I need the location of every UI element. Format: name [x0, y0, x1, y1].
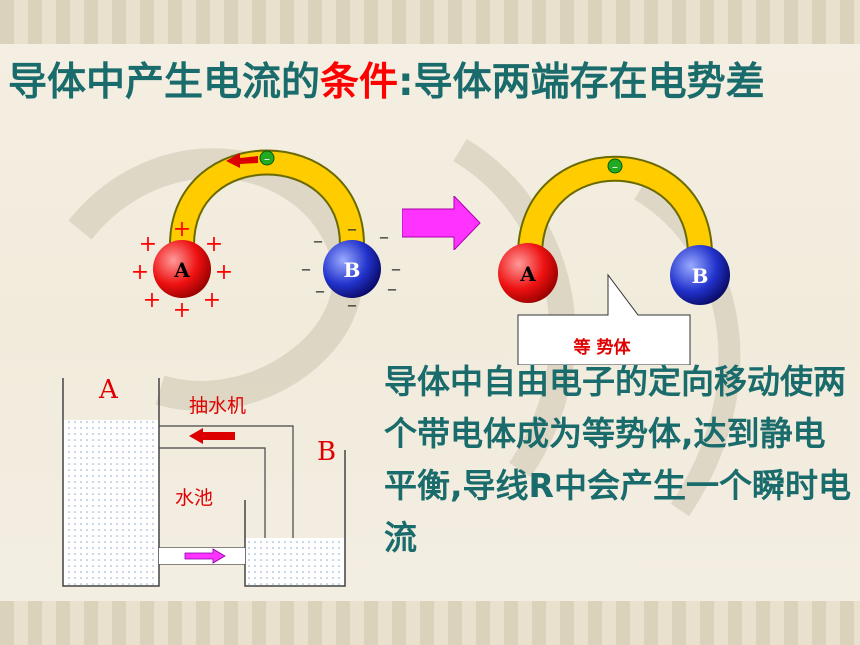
- svg-text:–: –: [301, 256, 311, 280]
- callout-text: 等 势体: [574, 337, 632, 358]
- title-part1: 导体中产生电流的: [8, 60, 321, 105]
- decorative-border-top: [0, 0, 860, 44]
- callout-box: [517, 273, 691, 365]
- tank-a-label: A: [98, 375, 119, 405]
- svg-text:+: +: [173, 217, 191, 242]
- description-text: 导体中自由电子的定向移动使两个带电体成为等势体,达到静电平衡,导线R中会产生一个…: [384, 362, 851, 557]
- sphere-b-label: B: [344, 258, 361, 282]
- svg-text:–: –: [347, 216, 357, 240]
- transition-arrow-icon: [402, 196, 481, 250]
- sphere-a: [153, 240, 211, 298]
- svg-text:+: +: [139, 232, 157, 257]
- sphere-b: [670, 245, 730, 305]
- sphere-b: [323, 240, 381, 298]
- svg-text:–: –: [313, 228, 323, 252]
- pump-label: 抽水机: [189, 395, 246, 417]
- svg-text:–: –: [612, 160, 618, 174]
- plus-charges: + + + + + + + +: [131, 217, 233, 323]
- top-pipe: [159, 425, 294, 538]
- svg-text:–: –: [379, 224, 389, 248]
- svg-text:–: –: [387, 276, 397, 300]
- svg-text:+: +: [131, 260, 149, 285]
- electron-icon: –: [607, 158, 623, 174]
- svg-text:+: +: [203, 288, 221, 313]
- current-arrow-icon: [226, 153, 258, 168]
- title-highlight: 条件: [320, 60, 399, 105]
- sphere-a-label: A: [173, 258, 190, 282]
- pool-label: 水池: [175, 487, 213, 509]
- water-tank-diagram: A B 抽水机 水池: [62, 375, 346, 587]
- pool-flow-arrow-icon: [184, 548, 226, 564]
- electron-icon: –: [259, 150, 275, 166]
- tank-b-label: B: [317, 437, 336, 467]
- charged-conductor-diagram: – A B + + + + + + + + – – – – – – – –: [131, 149, 401, 323]
- sphere-b-label: B: [692, 264, 709, 288]
- svg-text:+: +: [205, 232, 223, 257]
- svg-text:+: +: [143, 288, 161, 313]
- tank-b-water: [245, 538, 345, 586]
- decorative-border-bottom: [0, 601, 860, 645]
- equipotential-diagram: – A B 等 势体: [498, 155, 730, 365]
- sphere-a: [498, 243, 558, 303]
- svg-text:–: –: [264, 152, 270, 166]
- pump-flow-arrow-icon: [189, 428, 235, 444]
- tank-a-water: [63, 420, 159, 586]
- sphere-a-label: A: [519, 262, 536, 286]
- title-part2: :导体两端存在电势差: [398, 60, 765, 105]
- svg-text:–: –: [347, 292, 357, 316]
- svg-text:+: +: [173, 298, 191, 323]
- svg-text:–: –: [391, 256, 401, 280]
- svg-text:+: +: [215, 260, 233, 285]
- svg-text:–: –: [315, 278, 325, 302]
- page-title: 导体中产生电流的条件:导体两端存在电势差: [8, 56, 828, 110]
- minus-charges: – – – – – – – –: [301, 216, 401, 316]
